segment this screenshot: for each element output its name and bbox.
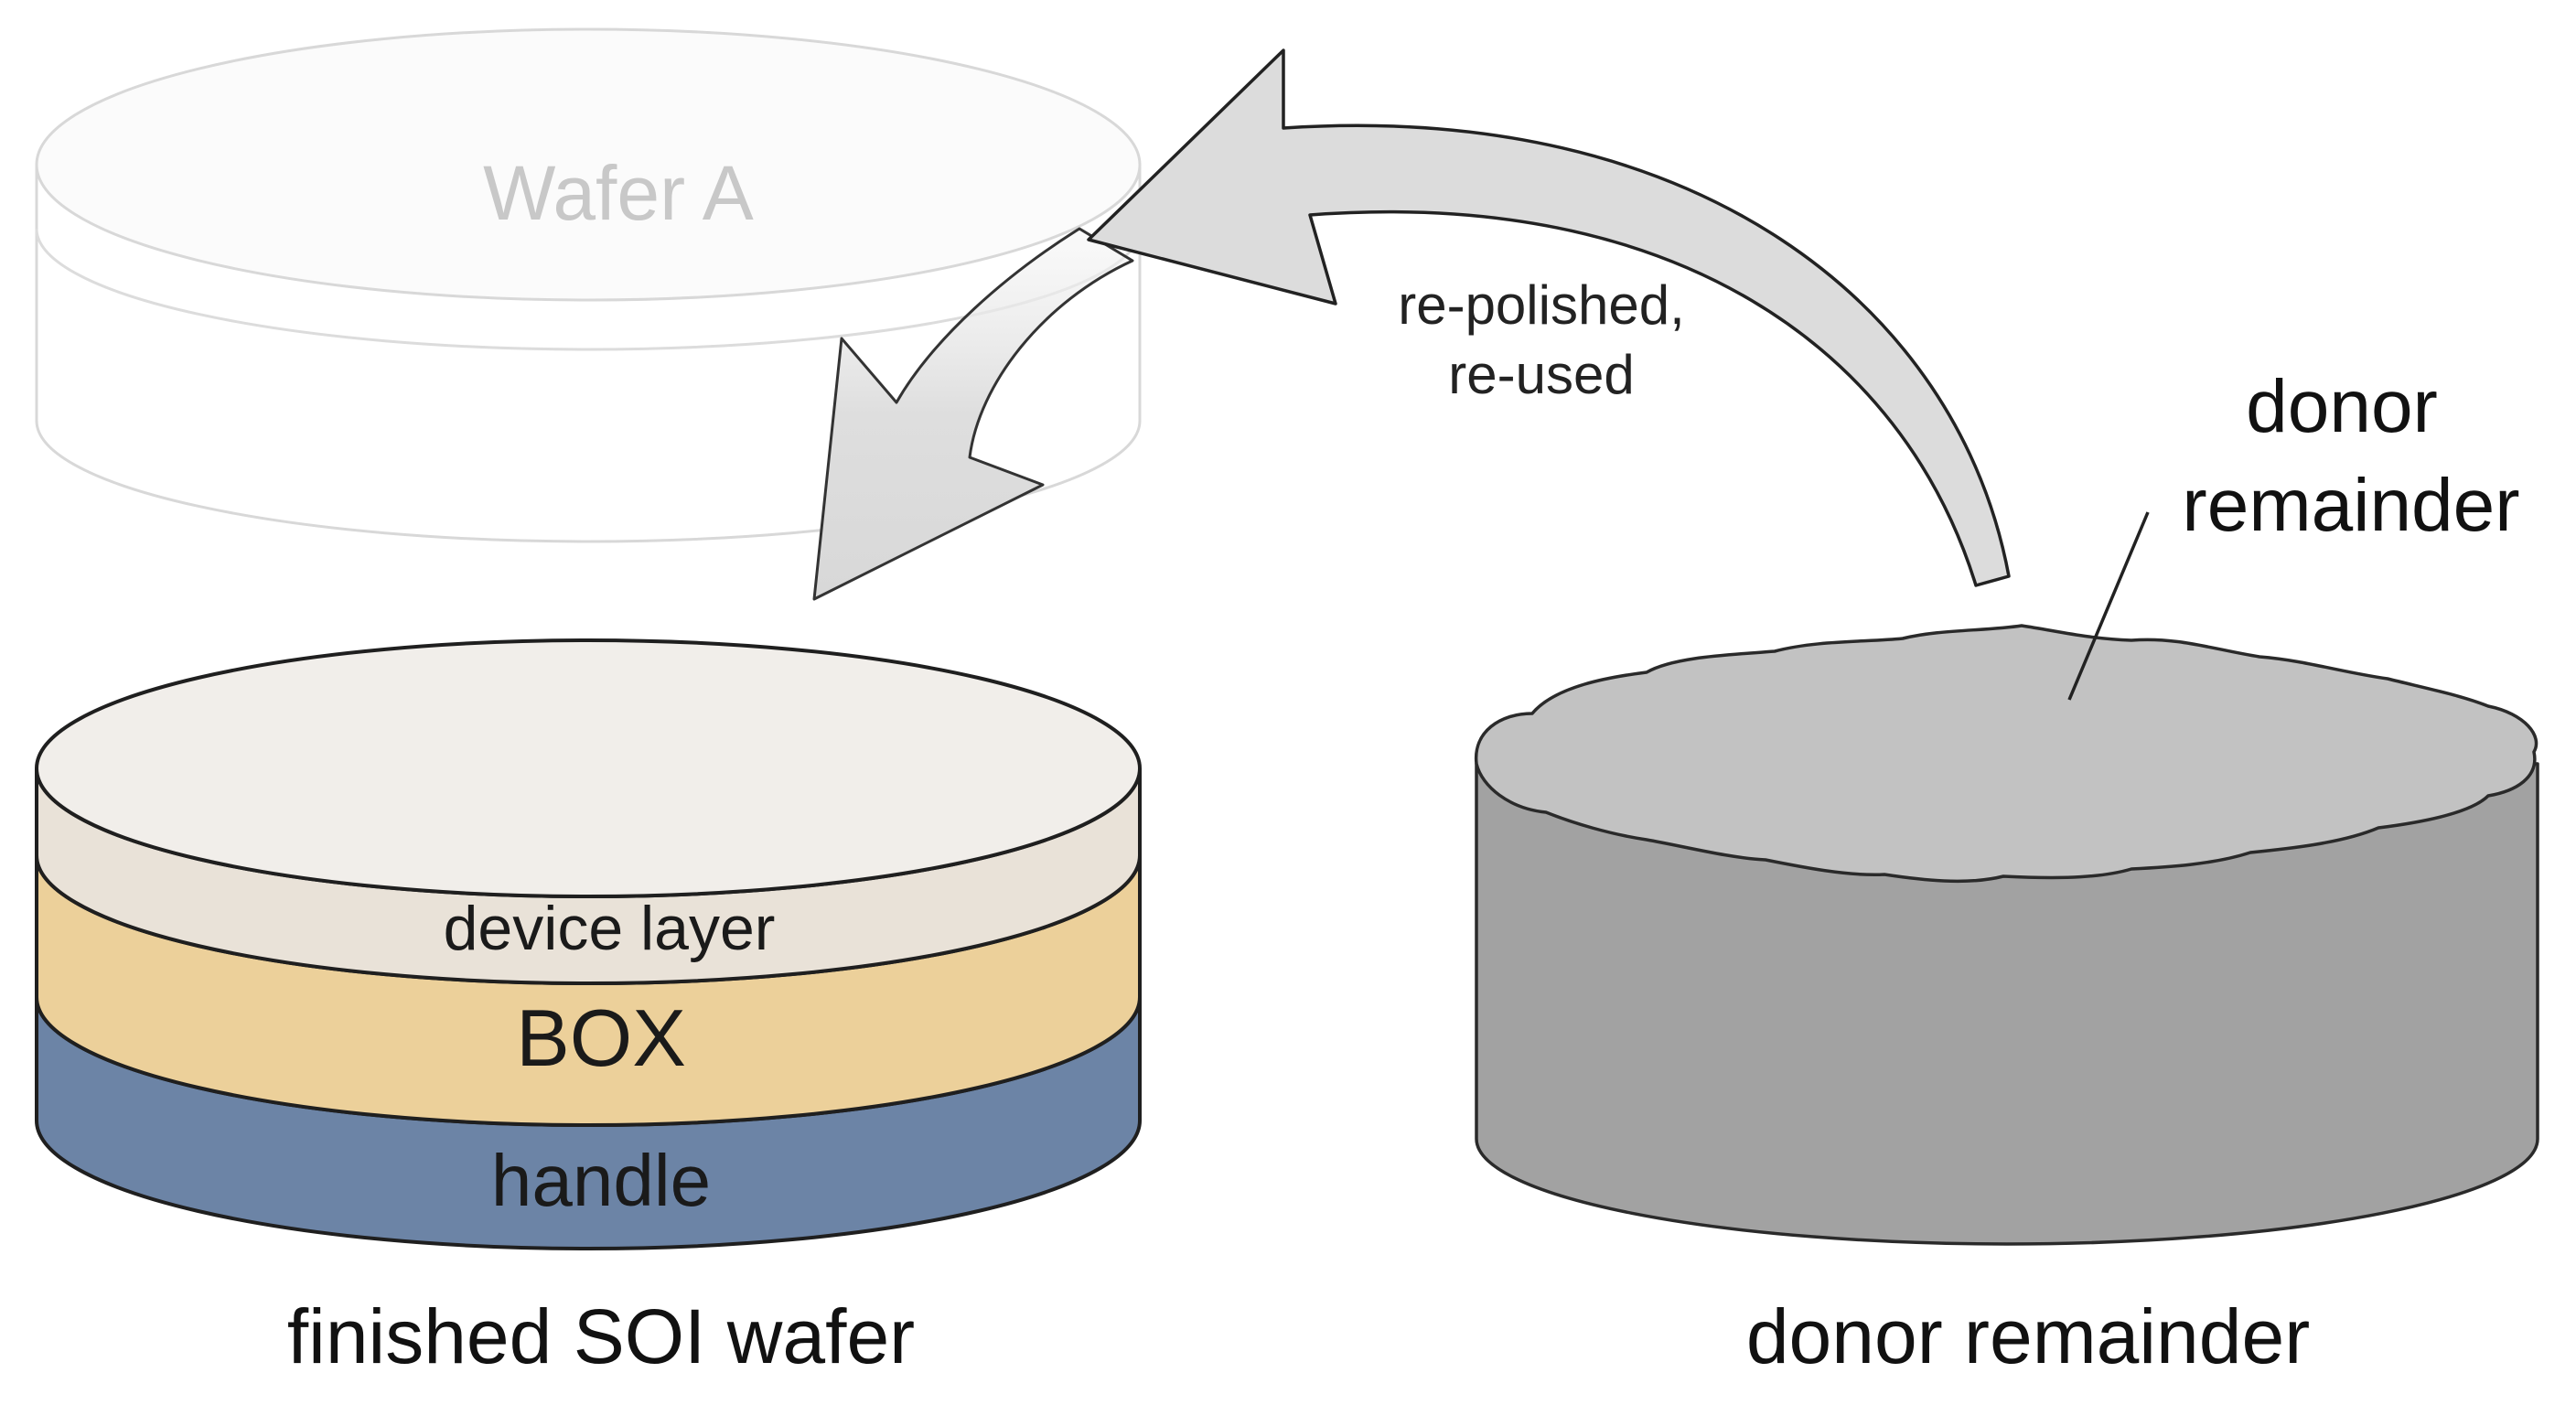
- ghost-wafer: Wafer A: [35, 27, 1142, 543]
- ghost-wafer-label: Wafer A: [483, 150, 754, 236]
- box-layer-label: BOX: [516, 992, 686, 1083]
- donor-remainder-caption: donor remainder: [1746, 1293, 2310, 1379]
- reuse-arrow-label-line1: re-polished,: [1398, 274, 1685, 336]
- soi-wafer-outline: [35, 768, 1142, 1121]
- handle-layer-label: handle: [491, 1140, 711, 1221]
- donor-callout-leader: [2067, 511, 2150, 701]
- donor-remainder: [1474, 511, 2539, 1246]
- reuse-arrow: [1087, 48, 2011, 587]
- reuse-arrow-label-line2: re-used: [1448, 344, 1634, 405]
- ghost-wafer-side: [35, 165, 1142, 543]
- down-arrow: [812, 227, 1134, 601]
- soi-wafer-top: [35, 638, 1142, 898]
- donor-rough-top: [1474, 624, 2538, 884]
- ghost-wafer-top: [35, 27, 1142, 302]
- soi-wafer: device layer BOX handle: [35, 638, 1142, 1250]
- donor-callout-line2: remainder: [2182, 464, 2519, 547]
- device-layer-label: device layer: [444, 894, 776, 963]
- donor-callout-line1: donor: [2246, 365, 2438, 448]
- donor-side: [1475, 762, 2539, 1246]
- soi-wafer-caption: finished SOI wafer: [287, 1293, 915, 1379]
